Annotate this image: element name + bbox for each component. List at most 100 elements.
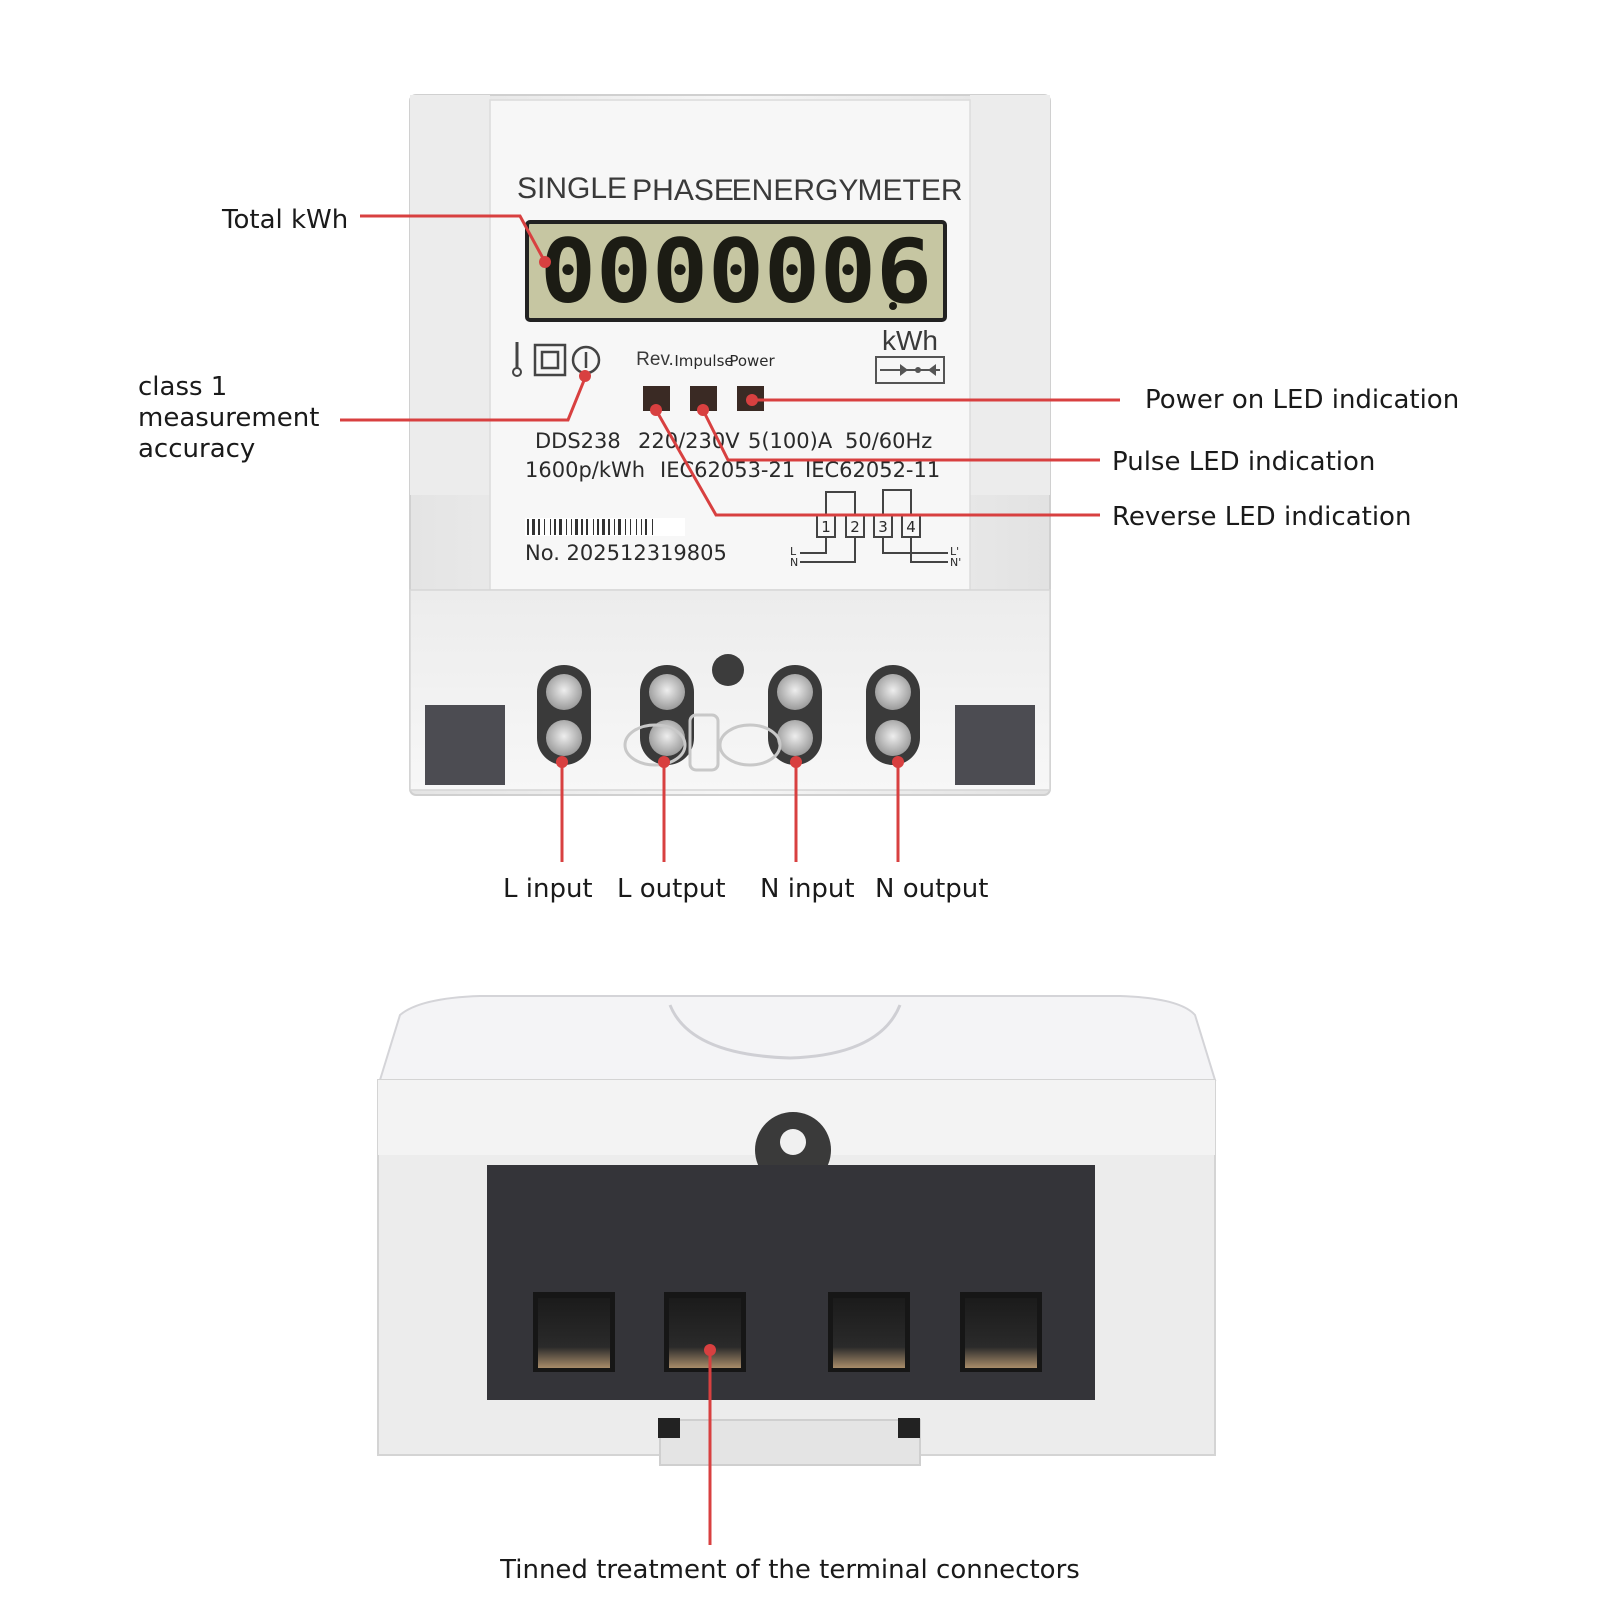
- seal-hole: [712, 654, 744, 686]
- barcode-bar: [544, 519, 545, 535]
- meter-front-view: SINGLE PHASE ENERGY METER 0000006 kWh Re…: [409, 94, 1051, 796]
- callout-line-pulse-led: [701, 409, 1100, 462]
- callout-dot-total-kwh: [539, 256, 551, 268]
- terminal-number-4: 4: [906, 518, 916, 536]
- barcode-bar: [614, 519, 615, 535]
- spec-frequency: 50/60Hz: [845, 429, 932, 453]
- callout-line-reverse-led: [654, 409, 1100, 517]
- led-label-power: Power: [729, 352, 775, 370]
- title-energy: ENERGY: [732, 174, 859, 207]
- terminal-number-3: 3: [878, 518, 888, 536]
- callout-line-total-kwh: [360, 214, 547, 263]
- callout-dot-class1: [579, 370, 591, 382]
- callout-dot-tinned: [704, 1344, 716, 1356]
- title-phase: PHASE: [632, 174, 734, 207]
- callout-dot-pulse-led: [697, 404, 709, 416]
- din-clip-left-tab: [658, 1418, 680, 1438]
- barcode-bar: [641, 519, 642, 535]
- callout-dot-n-output: [892, 756, 904, 768]
- lcd-display: [525, 220, 947, 322]
- meter-direction-icon: [875, 356, 945, 384]
- callout-dot-reverse-led: [650, 404, 662, 416]
- terminal-holes: [533, 1292, 1042, 1372]
- label-class1-line3: accuracy: [138, 434, 255, 464]
- barcode-bar: [550, 519, 551, 535]
- spec-standard-1: IEC62053-21: [660, 458, 795, 482]
- insulation-symbols: [512, 342, 601, 377]
- barcode-bar: [625, 519, 626, 535]
- callout-dot-l-output: [658, 756, 670, 768]
- right-clip: [955, 705, 1035, 785]
- double-insulation-icon: [533, 343, 567, 377]
- barcode-bar: [597, 519, 599, 535]
- title-single: SINGLE: [517, 172, 627, 205]
- spec-voltage: 220/230V: [638, 429, 740, 453]
- barcode-bar: [618, 519, 621, 535]
- label-class1-line1: class 1: [138, 372, 227, 402]
- label-reverse-led: Reverse LED indication: [1112, 502, 1411, 532]
- barcode: [525, 518, 685, 536]
- bridge-link: [623, 713, 782, 772]
- led-label-impulse: Impulse: [674, 352, 733, 370]
- terminal-screws: [537, 665, 920, 765]
- barcode-bar: [532, 519, 535, 535]
- barcode-bar: [581, 519, 583, 535]
- barcode-bar: [630, 519, 631, 535]
- spec-current: 5(100)A: [748, 429, 833, 453]
- barcode-bar: [608, 519, 610, 535]
- callout-line-class1: [340, 377, 587, 422]
- led-label-rev: Rev.: [636, 349, 674, 370]
- top-callouts: [340, 214, 1120, 862]
- barcode-bar: [593, 519, 594, 535]
- label-l-output: L output: [617, 874, 726, 904]
- wiring-label-l: L: [790, 545, 797, 558]
- din-clip: [659, 1419, 921, 1466]
- left-clip: [425, 705, 505, 785]
- spec-standard-2: IEC62052-11: [805, 458, 940, 482]
- wiring-label-n-out: N': [950, 556, 961, 569]
- clear-top-cover: [378, 995, 1217, 1081]
- barcode-bar: [566, 519, 567, 535]
- barcode-bar: [636, 519, 637, 535]
- seal-tab-hole: [780, 1129, 806, 1155]
- barcode-bar: [538, 519, 540, 535]
- callout-dot-l-input: [556, 756, 568, 768]
- label-tinned: Tinned treatment of the terminal connect…: [499, 1555, 1080, 1585]
- barcode-bar: [575, 519, 578, 535]
- barcode-bar: [559, 519, 562, 535]
- terminal-number-1: 1: [821, 518, 831, 536]
- meter-terminal-view: [377, 995, 1217, 1466]
- cover-curve: [668, 1004, 902, 1060]
- title-meter: METER: [858, 174, 963, 207]
- callout-dot-power-led: [746, 394, 758, 406]
- wiring-label-n: N: [790, 556, 798, 569]
- label-total-kwh: Total kWh: [221, 205, 348, 235]
- din-clip-right-tab: [898, 1418, 920, 1438]
- right-rail: [970, 95, 1050, 495]
- spec-impulse-rate: 1600p/kWh: [525, 458, 645, 482]
- terminal-cover: [409, 589, 1051, 791]
- barcode-bar: [602, 519, 605, 535]
- label-pulse-led: Pulse LED indication: [1112, 447, 1375, 477]
- label-n-input: N input: [760, 874, 855, 904]
- lcd-decimal-point: [889, 302, 897, 310]
- barcode-bar: [571, 519, 572, 535]
- barcode-bar: [554, 519, 556, 535]
- unit-kwh: kWh: [882, 325, 938, 356]
- barcode-bar: [527, 519, 529, 535]
- label-n-output: N output: [875, 874, 988, 904]
- barcode-bar: [645, 519, 647, 535]
- left-rail: [410, 95, 490, 495]
- label-power-led: Power on LED indication: [1145, 385, 1459, 415]
- barcode-bar: [586, 519, 588, 535]
- label-class1-line2: measurement: [138, 403, 319, 433]
- lcd-reading: 0000006: [540, 220, 932, 323]
- wiring-label-l-out: L': [950, 545, 959, 558]
- spec-model: DDS238: [535, 429, 621, 453]
- terminal-number-2: 2: [850, 518, 860, 536]
- callout-dot-n-input: [790, 756, 802, 768]
- barcode-bar: [652, 519, 653, 535]
- faceplate: [489, 99, 971, 591]
- serial-number: No. 202512319805: [525, 541, 727, 565]
